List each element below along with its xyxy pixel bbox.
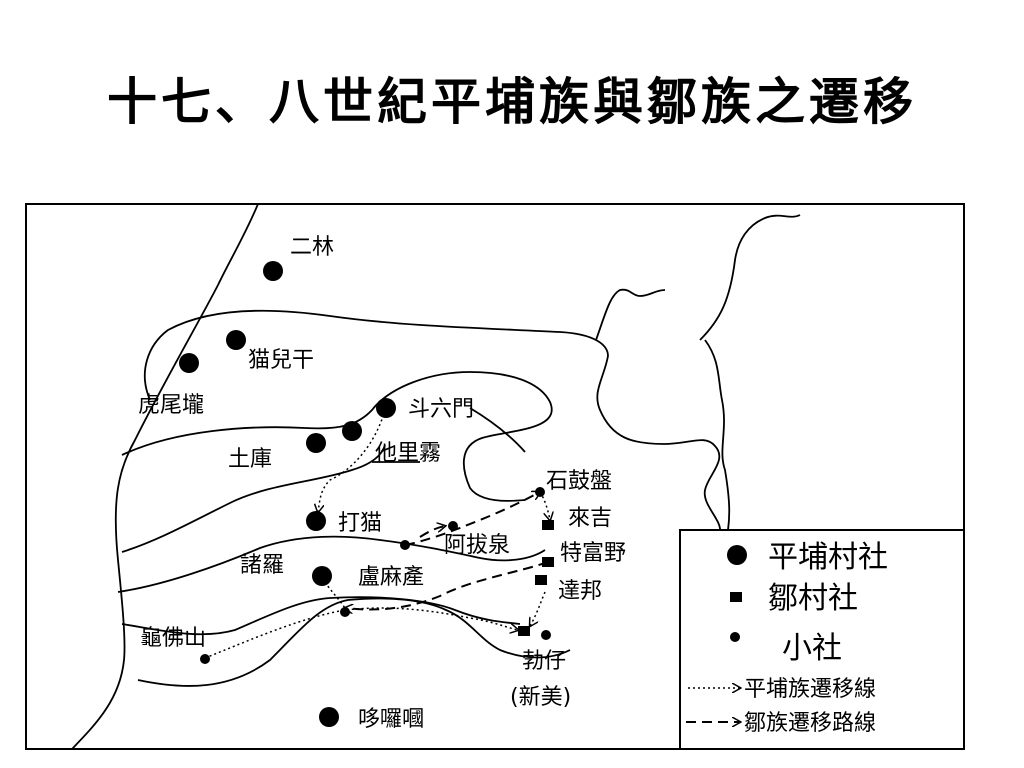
label-laiji: 來吉: [568, 506, 612, 531]
label-maoergan: 猫兒干: [248, 348, 314, 373]
village-marker: [306, 433, 326, 453]
small-village-marker: [400, 540, 410, 550]
mountain-right: [595, 214, 801, 531]
legend-zou-route: 鄒族遷移路線: [744, 711, 876, 736]
small-village-marker: [535, 487, 545, 497]
zou-village-marker: [542, 520, 554, 530]
zou-village-marker: [535, 575, 547, 585]
coastline: [71, 203, 259, 750]
legend-zou-symbol: [730, 592, 742, 602]
label-damao: 打猫: [338, 511, 382, 536]
boundary-north: [143, 309, 721, 533]
map-legend: 平埔村社 鄒村社 小社 平埔族遷移線 鄒族遷移路線: [679, 529, 965, 750]
legend-pingpu-route: 平埔族遷移線: [744, 677, 876, 702]
zou-route-line: [404, 492, 540, 546]
small-village-marker: [541, 630, 551, 640]
zou-village-marker: [542, 557, 554, 567]
label-guifoshan: 龜佛山: [140, 626, 206, 651]
river-douliu: [469, 407, 526, 453]
village-marker: [226, 330, 246, 350]
label-erlin: 二林: [290, 235, 334, 260]
zou-village-marker: [518, 626, 530, 636]
legend-pingpu-village: 平埔村社: [768, 540, 888, 575]
legend-small-village: 小社: [782, 631, 842, 666]
label-tefuye: 特富野: [560, 541, 626, 566]
label-dabang: 達邦: [558, 579, 602, 604]
village-marker: [306, 511, 326, 531]
label-zhuluo: 諸羅: [240, 553, 284, 578]
small-villages: [200, 487, 551, 664]
zou-route-line: [345, 561, 549, 610]
label-huweilong: 虎尾壠: [138, 393, 204, 418]
place-labels: 二林 猫兒干 虎尾壠 斗六門 土庫 他里霧 石鼓盤 來吉 打猫 阿拔泉 特富野 …: [138, 235, 626, 732]
label-abaquan: 阿拔泉: [444, 533, 510, 558]
small-village-marker: [448, 521, 458, 531]
zou-route-line: [419, 526, 445, 538]
village-marker: [179, 353, 199, 373]
routes: [204, 409, 550, 659]
legend-zou-village: 鄒村社: [768, 581, 858, 616]
label-duoluoguo: 哆囉嘓: [358, 707, 424, 732]
label-bozai: 勃仔: [522, 649, 566, 674]
label-shigupan: 石鼓盤: [546, 469, 612, 494]
pingpu-villages: [179, 261, 396, 727]
village-marker: [263, 261, 283, 281]
zou-villages: [518, 520, 554, 636]
slide-title: 十七、八世紀平埔族與鄒族之遷移: [107, 72, 917, 131]
village-marker: [319, 707, 339, 727]
label-lumachan: 盧麻產: [358, 565, 424, 590]
pingpu-route-line: [204, 607, 518, 659]
village-marker: [342, 421, 362, 441]
legend-small-symbol: [730, 632, 740, 642]
boundary-south: [121, 444, 386, 553]
boundary-middle: [121, 371, 553, 502]
small-village-marker: [340, 607, 350, 617]
ridge-c: [137, 597, 571, 687]
label-douliumen: 斗六門: [408, 397, 474, 422]
label-tuku: 土庫: [228, 447, 272, 472]
legend-pingpu-symbol: [727, 545, 747, 565]
label-xinmei: (新美): [510, 685, 571, 710]
village-marker: [376, 398, 396, 418]
terrain-lines: [71, 203, 801, 750]
legend-box: [679, 529, 965, 750]
ridge-a: [117, 535, 546, 593]
small-village-marker: [200, 654, 210, 664]
pingpu-route-line: [318, 409, 386, 512]
ridge-b: [121, 596, 521, 636]
label-talilo: 他里霧: [375, 441, 441, 466]
village-marker: [312, 566, 332, 586]
